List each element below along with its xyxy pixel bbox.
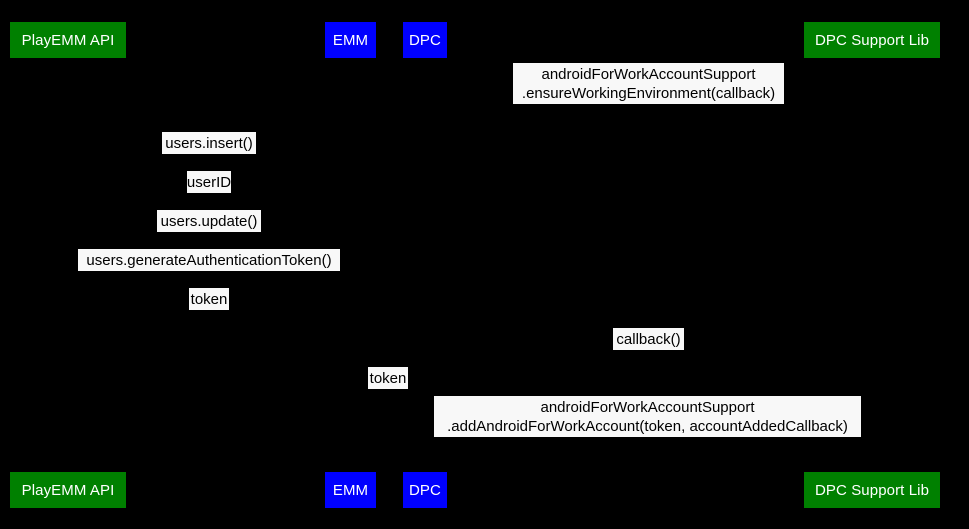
message-label-m6: token (189, 288, 229, 310)
message-label-line: androidForWorkAccountSupport (540, 398, 755, 416)
message-label-line: users.generateAuthenticationToken() (86, 251, 332, 269)
participant-footer-emm[interactable]: EMM (325, 472, 376, 508)
message-label-m1: androidForWorkAccountSupport.ensureWorki… (513, 63, 784, 104)
message-arrow-m7 (425, 351, 871, 352)
message-arrow-m9 (425, 438, 871, 439)
message-label-line: androidForWorkAccountSupport (541, 65, 756, 83)
message-label-line: token (369, 369, 407, 387)
message-label-m3: userID (187, 171, 231, 193)
message-label-line: token (190, 290, 228, 308)
participant-label: EMM (332, 31, 369, 49)
participant-header-dpc[interactable]: DPC (403, 22, 447, 58)
message-label-line: callback() (616, 330, 681, 348)
message-label-line: users.update() (160, 212, 258, 230)
lifeline-playemm-api (68, 58, 69, 472)
message-arrow-m3 (68, 194, 350, 195)
participant-footer-playemm-api[interactable]: PlayEMM API (10, 472, 126, 508)
participant-label: PlayEMM API (21, 481, 115, 499)
message-label-m4: users.update() (157, 210, 261, 232)
message-label-line: userID (186, 173, 232, 191)
message-label-m9: androidForWorkAccountSupport.addAndroidF… (434, 396, 861, 437)
message-arrow-m8 (350, 390, 425, 391)
participant-label: DPC Support Lib (814, 481, 930, 499)
participant-header-playemm-api[interactable]: PlayEMM API (10, 22, 126, 58)
lifeline-emm (350, 58, 351, 472)
participant-label: DPC (409, 31, 441, 49)
participant-footer-dpc-support-lib[interactable]: DPC Support Lib (804, 472, 940, 508)
participant-label: PlayEMM API (21, 31, 115, 49)
message-arrow-m5 (68, 272, 350, 273)
participant-header-emm[interactable]: EMM (325, 22, 376, 58)
message-label-line: .ensureWorkingEnvironment(callback) (521, 84, 776, 102)
lifeline-dpc (425, 58, 426, 472)
participant-label: DPC Support Lib (814, 31, 930, 49)
message-arrow-m2 (68, 155, 350, 156)
message-label-line: users.insert() (165, 134, 253, 152)
lifeline-dpc-support-lib (871, 58, 872, 472)
message-arrow-m4 (68, 233, 350, 234)
participant-header-dpc-support-lib[interactable]: DPC Support Lib (804, 22, 940, 58)
participant-label: EMM (332, 481, 369, 499)
message-arrow-m1 (425, 105, 871, 106)
participant-footer-dpc[interactable]: DPC (403, 472, 447, 508)
message-label-m2: users.insert() (162, 132, 256, 154)
message-label-m5: users.generateAuthenticationToken() (78, 249, 340, 271)
participant-label: DPC (409, 481, 441, 499)
message-arrow-m6 (68, 311, 350, 312)
message-label-m8: token (368, 367, 408, 389)
message-label-line: .addAndroidForWorkAccount(token, account… (447, 417, 848, 435)
message-label-m7: callback() (613, 328, 684, 350)
